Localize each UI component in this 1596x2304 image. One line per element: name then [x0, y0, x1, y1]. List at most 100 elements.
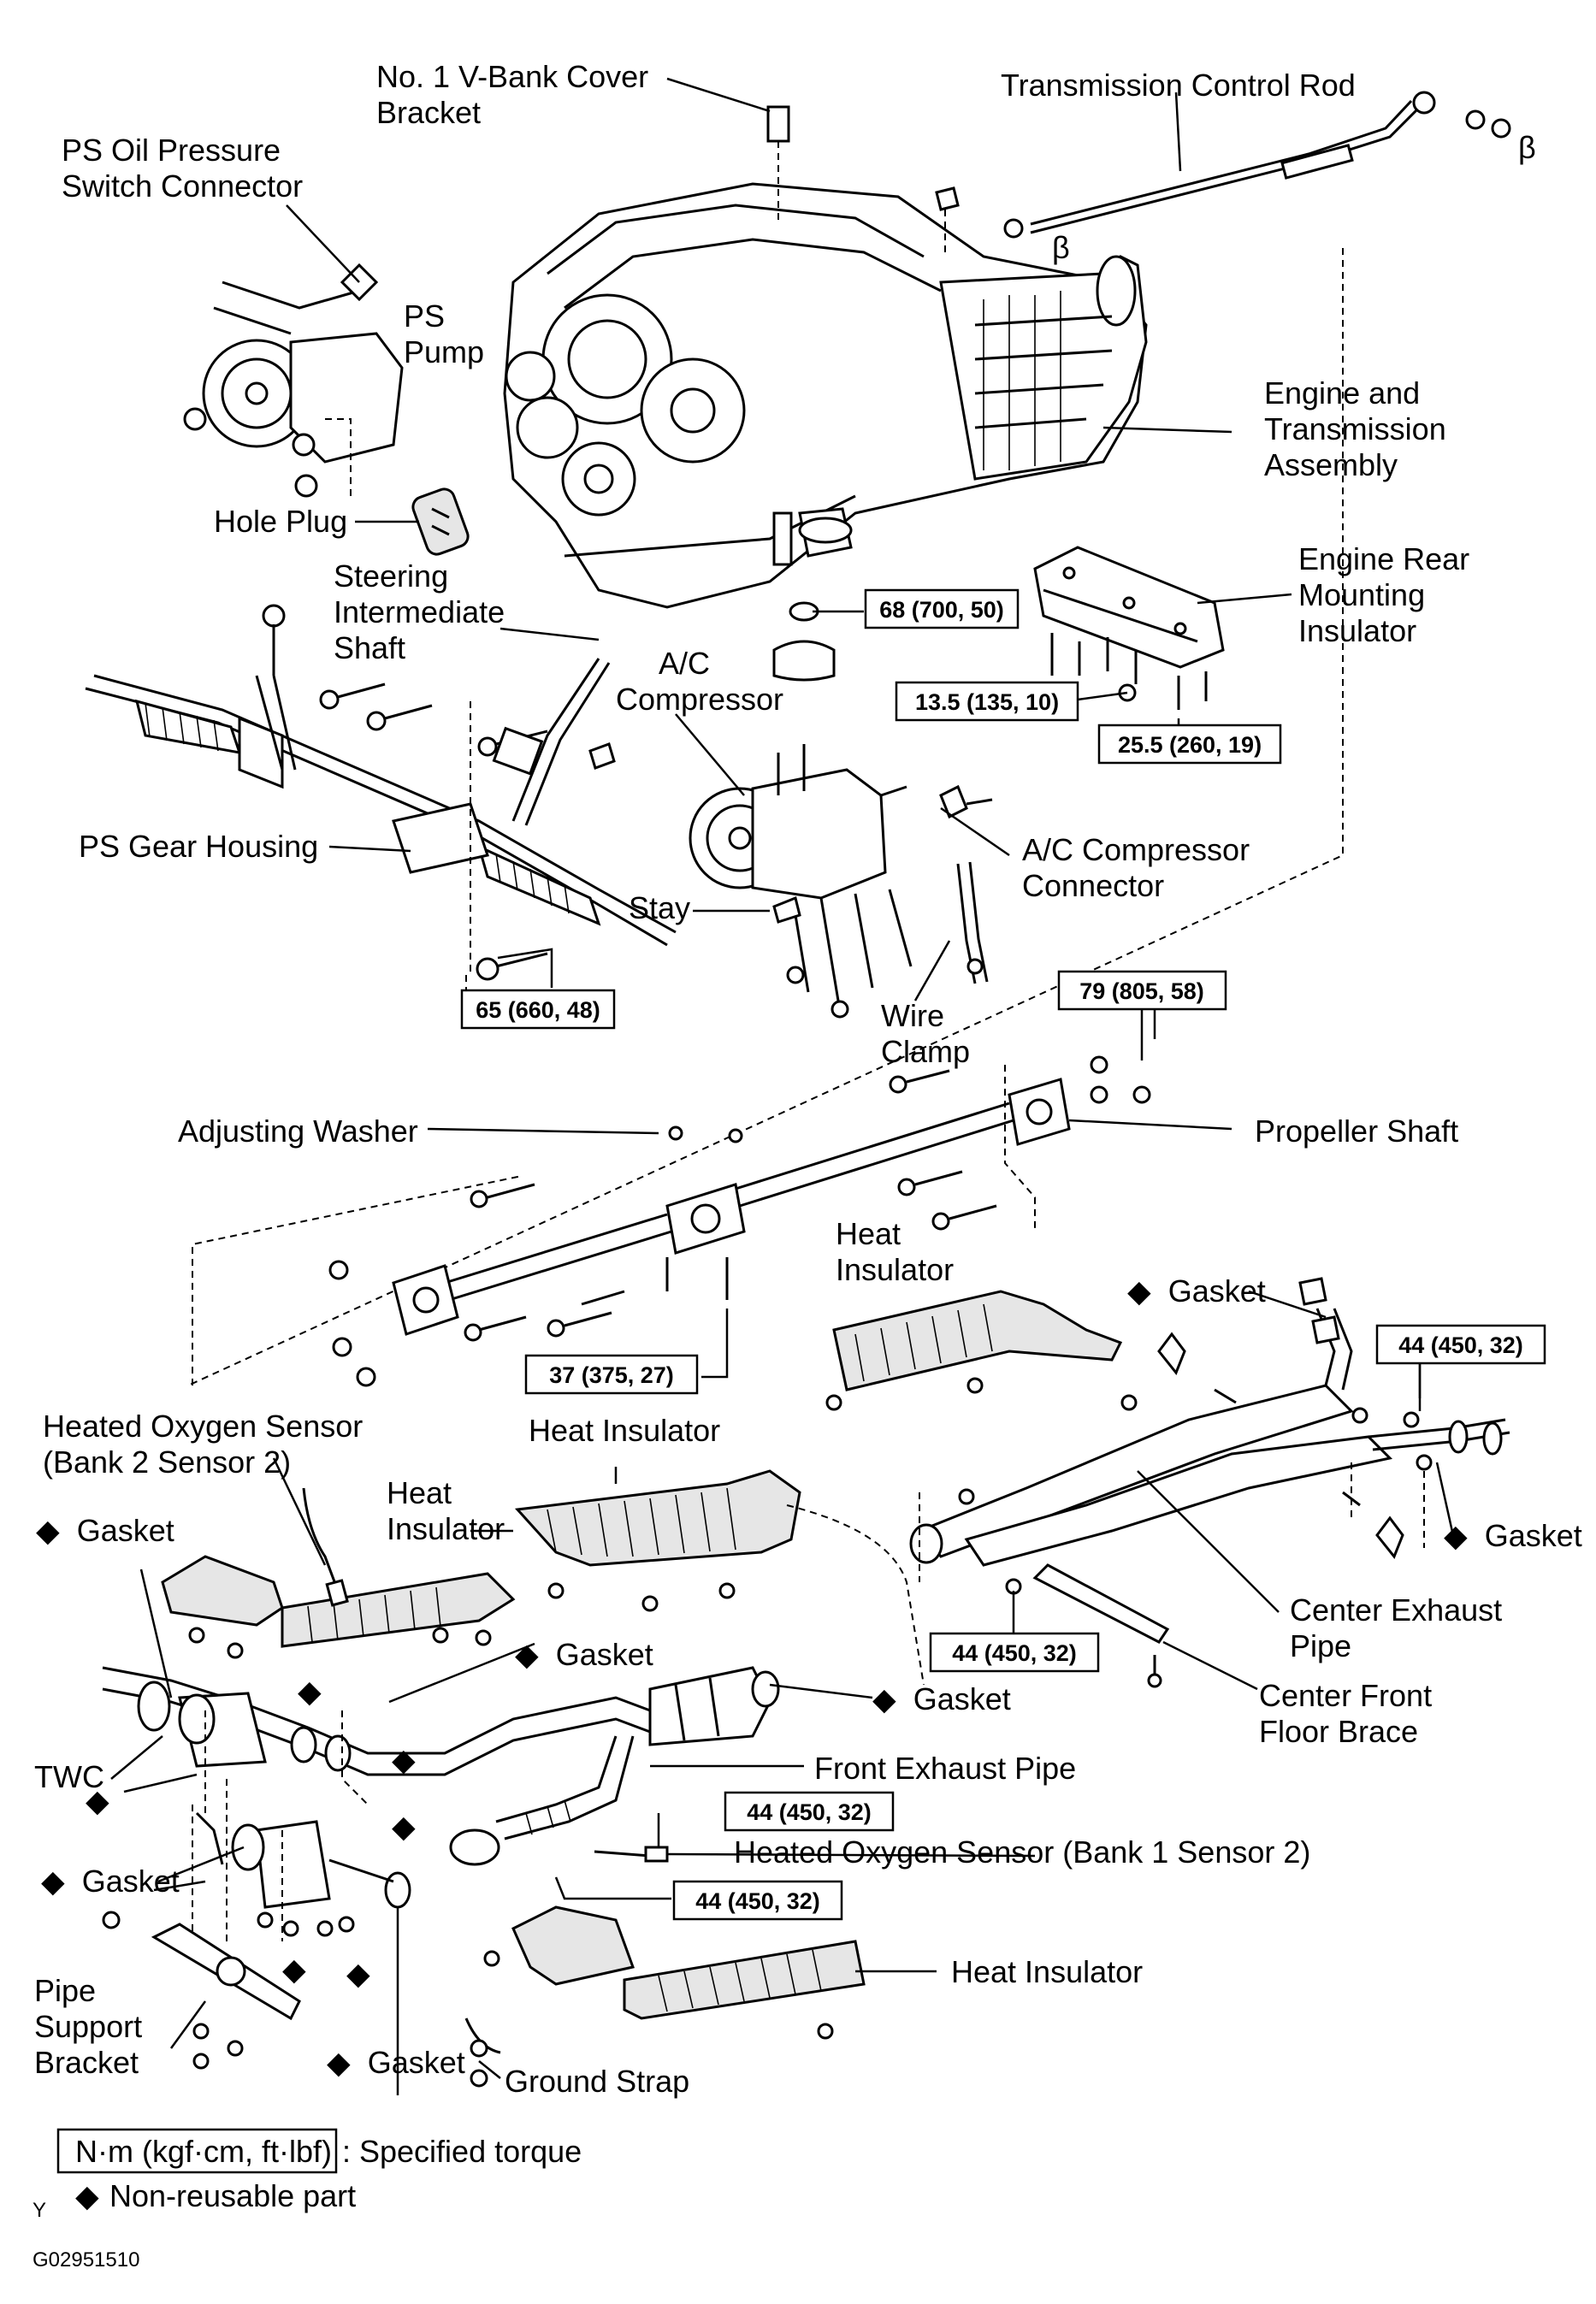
label-v-bank-cover-bracket: No. 1 V-Bank Cover Bracket — [376, 59, 657, 130]
engine-group-outline — [187, 248, 1344, 1386]
ps-pump-part — [183, 263, 404, 498]
propeller-shaft-part — [328, 1055, 1151, 1387]
torque-box-44-sensor: 44 (450, 32) — [724, 1791, 895, 1832]
ac-compressor-part — [689, 744, 993, 1019]
label-engine-transmission-assembly: Engine and Transmission Assembly — [1264, 375, 1455, 482]
torque-box-44-right: 44 (450, 32) — [1375, 1324, 1546, 1365]
diamond-icon: ◆ — [282, 1952, 306, 1987]
label-gasket-right-mid: ◆ Gasket — [1444, 1518, 1582, 1553]
svg-text:68 (700, 50): 68 (700, 50) — [879, 597, 1004, 623]
transmission-control-rod-part — [935, 91, 1511, 257]
label-gasket-left-bottom: ◆ Gasket — [41, 1864, 180, 1899]
diamond-icon: ◆ — [36, 1513, 60, 1548]
engine-transmission-drawing — [503, 182, 1148, 609]
diamond-icon: ◆ — [1127, 1273, 1151, 1309]
svg-text:44 (450, 32): 44 (450, 32) — [1398, 1332, 1523, 1358]
diamond-icon: ◆ — [346, 1956, 370, 1991]
svg-text:13.5 (135, 10): 13.5 (135, 10) — [915, 689, 1059, 715]
figure-code: G02951510 — [33, 2248, 139, 2272]
diamond-icon: ◆ — [75, 2178, 99, 2213]
label-hole-plug: Hole Plug — [214, 504, 347, 539]
legend-torque-unit: N·m (kgf·cm, ft·lbf) — [75, 2134, 332, 2169]
label-center-exhaust-pipe: Center Exhaust Pipe — [1290, 1592, 1510, 1663]
torque-leader-lines — [497, 610, 1422, 1900]
torque-box-13-5: 13.5 (135, 10) — [895, 681, 1079, 722]
torque-boxes: 68 (700, 50) 13.5 (135, 10) 25.5 (260, 1… — [460, 588, 1546, 1921]
svg-text:25.5 (260, 19): 25.5 (260, 19) — [1118, 732, 1262, 758]
v-bank-cover-bracket-part — [766, 105, 790, 222]
label-gasket-upper-right: ◆ Gasket — [1127, 1273, 1266, 1309]
label-twc: TWC — [34, 1759, 104, 1794]
label-center-front-floor-brace: Center Front Floor Brace — [1259, 1678, 1440, 1749]
ground-strap-part — [464, 2017, 501, 2088]
legend-nonreusable-desc: Non-reusable part — [109, 2178, 356, 2213]
label-propeller-shaft: Propeller Shaft — [1255, 1114, 1458, 1149]
propeller-group-outline — [192, 1065, 1036, 1385]
diamond-icon: ◆ — [392, 1809, 416, 1844]
torque-box-68: 68 (700, 50) — [864, 588, 1020, 629]
heat-insulator-upper-part — [825, 1290, 1138, 1411]
label-adjusting-washer: Adjusting Washer — [178, 1114, 418, 1149]
label-gasket-mid: ◆ Gasket — [515, 1637, 653, 1672]
torque-box-25-5: 25.5 (260, 19) — [1097, 724, 1282, 765]
legend-torque-desc: : Specified torque — [342, 2134, 582, 2169]
torque-box-44-front: 44 (450, 32) — [672, 1880, 843, 1921]
non-reusable-markers: ◆ ◆ ◆ ◆ ◆ ◆ — [86, 1674, 416, 1991]
svg-text:44 (450, 32): 44 (450, 32) — [952, 1640, 1077, 1666]
torque-box-37: 37 (375, 27) — [524, 1354, 699, 1395]
label-gasket-bottom: ◆ Gasket — [327, 2045, 465, 2080]
beta-icon: β — [1518, 130, 1536, 165]
heat-insulator-bottom-part — [483, 1905, 866, 2040]
torque-box-79: 79 (805, 58) — [1057, 970, 1227, 1011]
center-pipe-outline — [919, 1462, 1425, 1582]
diamond-icon: ◆ — [515, 1637, 539, 1672]
oxygen-sensor-bank2-part — [302, 1487, 349, 1607]
label-ps-oil-pressure-switch-connector: PS Oil Pressure Switch Connector — [62, 133, 303, 204]
label-engine-rear-mounting-insulator: Engine Rear Mounting Insulator — [1298, 541, 1478, 648]
svg-text:65 (660, 48): 65 (660, 48) — [476, 997, 600, 1023]
torque-box-65: 65 (660, 48) — [460, 989, 616, 1030]
label-transmission-control-rod: Transmission Control Rod — [1001, 68, 1356, 103]
front-pipe-outline — [204, 1504, 925, 1813]
diamond-icon: ◆ — [41, 1864, 65, 1899]
label-ps-pump: PS Pump — [404, 298, 484, 369]
ps-gear-housing-part — [85, 604, 677, 981]
svg-text:37 (375, 27): 37 (375, 27) — [549, 1362, 674, 1388]
pipe-support-bracket-part — [102, 1911, 355, 2070]
front-mount-part — [772, 601, 836, 682]
label-gasket-left-top: ◆ Gasket — [36, 1513, 174, 1548]
hole-plug-part — [411, 487, 470, 556]
center-exhaust-pipe-part — [909, 1277, 1510, 1595]
diamond-icon: ◆ — [1444, 1518, 1468, 1553]
label-ground-strap: Ground Strap — [505, 2064, 689, 2099]
label-heat-insulator-upper: Heat Insulator — [836, 1216, 954, 1287]
label-front-exhaust-pipe: Front Exhaust Pipe — [814, 1751, 1076, 1786]
diamond-icon: ◆ — [327, 2045, 351, 2080]
beta-icon: β — [1052, 230, 1070, 265]
diamond-icon: ◆ — [872, 1681, 896, 1716]
label-gasket-cat: ◆ Gasket — [872, 1681, 1011, 1716]
y-mark: Y — [33, 2199, 46, 2222]
steering-intermediate-shaft-part — [492, 658, 616, 826]
diamond-icon: ◆ — [298, 1674, 322, 1709]
label-pipe-support-bracket: Pipe Support Bracket — [34, 1973, 151, 2080]
diamond-icon: ◆ — [392, 1742, 416, 1777]
label-heat-insulator-bottom: Heat Insulator — [951, 1954, 1143, 1989]
label-ac-compressor: A/C Compressor — [616, 646, 783, 717]
label-heated-oxygen-sensor-bank2: Heated Oxygen Sensor (Bank 2 Sensor 2) — [43, 1409, 371, 1480]
wire-clamp-part — [956, 861, 989, 984]
diamond-icon: ◆ — [86, 1783, 109, 1818]
label-stay: Stay — [629, 890, 690, 925]
labels: No. 1 V-Bank Cover Bracket Transmission … — [34, 59, 1582, 2099]
label-ps-gear-housing: PS Gear Housing — [79, 829, 318, 864]
front-exhaust-pipe-part — [102, 1666, 780, 1909]
legend: N·m (kgf·cm, ft·lbf) : Specified torque … — [33, 2128, 582, 2272]
heat-insulator-left-part — [161, 1555, 516, 1659]
oxygen-sensor-bank1-part — [594, 1846, 669, 1863]
label-heat-insulator-left: Heat Insulator — [387, 1475, 505, 1546]
label-wire-clamp: Wire Clamp — [881, 998, 970, 1069]
svg-text:79 (805, 58): 79 (805, 58) — [1079, 978, 1204, 1004]
svg-text:44 (450, 32): 44 (450, 32) — [747, 1799, 872, 1825]
label-heated-oxygen-sensor-bank1: Heated Oxygen Sensor (Bank 1 Sensor 2) — [734, 1834, 1310, 1870]
